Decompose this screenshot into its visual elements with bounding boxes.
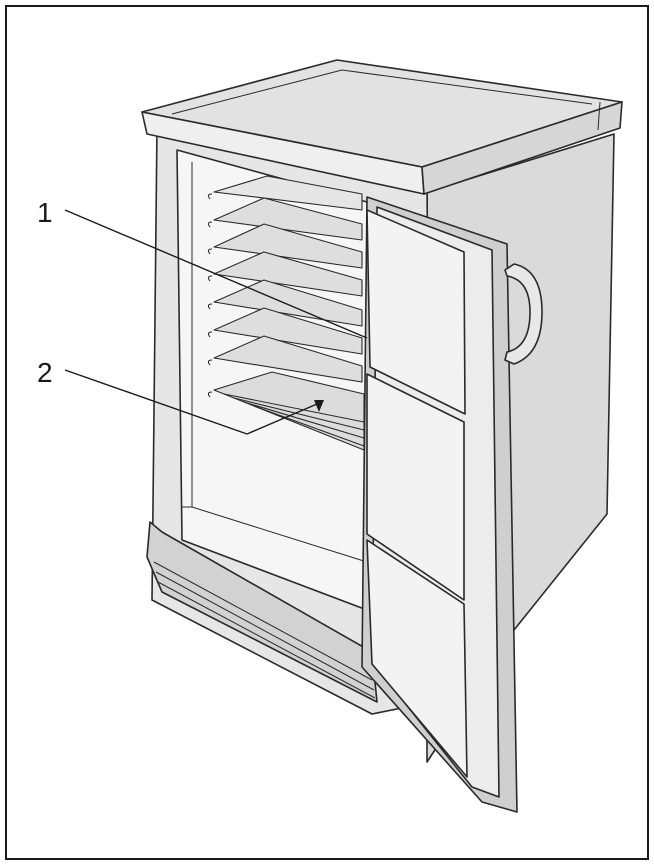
- door-lower-panel: [366, 539, 468, 778]
- wire-shelves: [207, 175, 365, 451]
- refrigerator-illustration: [64, 59, 623, 813]
- callout-label-1: 1: [37, 197, 53, 228]
- worktop-side-edge: [421, 101, 623, 195]
- door-handle: [504, 263, 543, 365]
- cabinet-plinth: [146, 521, 378, 703]
- callout-label-2: 2: [37, 357, 53, 388]
- door-upper-panel: [366, 209, 466, 415]
- callout-leaders: [64, 209, 368, 435]
- figure-frame: 1 2: [5, 5, 649, 860]
- door-middle-panel: [366, 373, 465, 601]
- shelf-arrow: [314, 400, 324, 412]
